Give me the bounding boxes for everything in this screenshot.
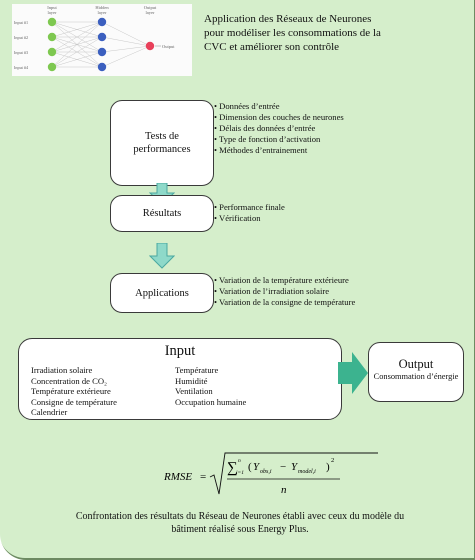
nn-input-node: [47, 17, 57, 27]
hidden-layer-label: Hidden: [95, 5, 109, 10]
step-applications-label: Applications: [135, 287, 189, 299]
input-left-list: Irradiation solaire Concentration de CO₂…: [31, 365, 117, 418]
output-subtitle: Consommation d’énergie: [373, 372, 459, 381]
input-right-list: Température Humidité Ventilation Occupat…: [175, 365, 246, 407]
nn-edge: [51, 21, 103, 38]
header-title: Application des Réseaux de Neurones pour…: [204, 12, 464, 54]
y-model: Y: [291, 461, 299, 473]
step-applications-box: Applications: [110, 273, 214, 313]
step-applications-bullets: Variation de la température extérieure V…: [214, 275, 355, 308]
input-3-label: Input #3: [14, 50, 28, 55]
bullet-item: Variation de la consigne de température: [214, 297, 355, 308]
input-variable: Température: [175, 365, 219, 375]
formula-equals: =: [200, 471, 206, 483]
input-variable: Calendrier: [31, 407, 68, 417]
nn-input-node: [47, 32, 57, 42]
step-tests-box: Tests de performances: [110, 100, 214, 186]
rmse-formula: RMSE = ∑ n i=1 ( Y obs,i − Y model,i ) 2…: [163, 452, 378, 496]
footer-line-1: Confrontation des résultats du Réseau de…: [75, 511, 405, 522]
nn-input-node: [47, 47, 57, 57]
step-tests-bullets: Données d’entrée Dimension des couches d…: [214, 101, 344, 156]
bullet-item: Variation de l’irradiation solaire: [214, 286, 355, 297]
output-box: Output Consommation d’énergie: [368, 342, 464, 402]
hidden-layer-label-2: layer: [98, 10, 107, 15]
step-resultats-box: Résultats: [110, 195, 214, 232]
nn-edge: [51, 36, 103, 68]
obs-subscript: obs,i: [260, 469, 272, 475]
bullet-item: Dimension des couches de neurones: [214, 112, 344, 123]
nn-edge: [101, 45, 151, 53]
input-variable: Irradiation solaire: [31, 365, 93, 375]
header-line-3: CVC et améliorer son contrôle: [204, 41, 340, 53]
input-layer-label-2: layer: [48, 10, 57, 15]
step-resultats-label: Résultats: [142, 208, 182, 219]
neural-network-graph: Input layer Hidden layer Output layer In…: [14, 5, 175, 72]
footer-text: Confrontation des résultats du Réseau de…: [20, 510, 460, 536]
down-arrow-2: [149, 243, 175, 269]
input-title: Input: [164, 343, 196, 359]
output-title: Output: [398, 357, 434, 371]
nn-hidden-node: [97, 62, 107, 72]
nn-edge: [51, 21, 103, 68]
paren-open: (: [248, 461, 252, 473]
nn-edge: [101, 45, 151, 68]
nn-edge: [51, 51, 103, 68]
input-variable: Consigne de température: [31, 396, 117, 407]
right-arrow: [338, 352, 368, 394]
input-variable: Concentration de CO₂: [31, 375, 108, 386]
input-box: Input Irradiation solaire Concentration …: [18, 338, 342, 420]
nn-hidden-node: [97, 47, 107, 57]
bullet-item: Méthodes d’entrainement: [214, 145, 344, 156]
bullet-item: Variation de la température extérieure: [214, 275, 355, 286]
input-variable: Humidité: [175, 375, 208, 386]
step-resultats-bullets: Performance finale Vérification: [214, 202, 285, 224]
formula-denominator: n: [281, 484, 287, 496]
input-layer-label: Input: [47, 5, 57, 10]
bullet-item: Délais des données d’entrée: [214, 123, 344, 134]
model-subscript: model,i: [298, 469, 316, 475]
nn-hidden-node: [97, 32, 107, 42]
minus-sign: −: [280, 461, 286, 473]
step-tests-label-2: performances: [133, 144, 191, 155]
nn-hidden-node: [97, 17, 107, 27]
footer-line-2: bâtiment réalisé sous Energy Plus.: [171, 524, 309, 535]
input-1-label: Input #1: [14, 20, 28, 25]
sum-upper: n: [238, 458, 241, 464]
nn-connections: [51, 21, 161, 68]
bullet-item: Type de fonction d’activation: [214, 134, 344, 145]
nn-edge: [101, 36, 151, 47]
sqrt-sign: [209, 452, 378, 495]
nn-edge: [101, 21, 151, 47]
bullet-item: Données d’entrée: [214, 101, 344, 112]
input-variable: Ventilation: [175, 386, 213, 396]
input-2-label: Input #2: [14, 35, 28, 40]
input-variable: Occupation humaine: [175, 396, 247, 407]
formula-lhs: RMSE: [163, 471, 192, 483]
output-layer-label: Output: [144, 5, 157, 10]
step-tests-label-1: Tests de: [145, 131, 179, 142]
output-node-label: Output: [162, 44, 175, 49]
output-layer-label-2: layer: [146, 10, 155, 15]
nn-input-node: [47, 62, 57, 72]
sum-sign: ∑: [227, 460, 238, 476]
header-line-1: Application des Réseaux de Neurones: [204, 13, 372, 25]
nn-nodes: [47, 17, 155, 72]
nn-edge: [51, 21, 103, 53]
y-obs: Y: [253, 461, 261, 473]
nn-output-node: [145, 41, 155, 51]
neural-network-illustration: Input layer Hidden layer Output layer In…: [12, 4, 192, 76]
input-4-label: Input #4: [14, 65, 29, 70]
input-variable: Température extérieure: [31, 386, 111, 396]
paren-close: ): [326, 461, 330, 473]
header-line-2: pour modéliser les consommations de la: [204, 27, 381, 39]
bullet-item: Vérification: [214, 213, 285, 224]
bullet-item: Performance finale: [214, 202, 285, 213]
exponent: 2: [331, 457, 334, 464]
sum-lower: i=1: [236, 470, 244, 476]
